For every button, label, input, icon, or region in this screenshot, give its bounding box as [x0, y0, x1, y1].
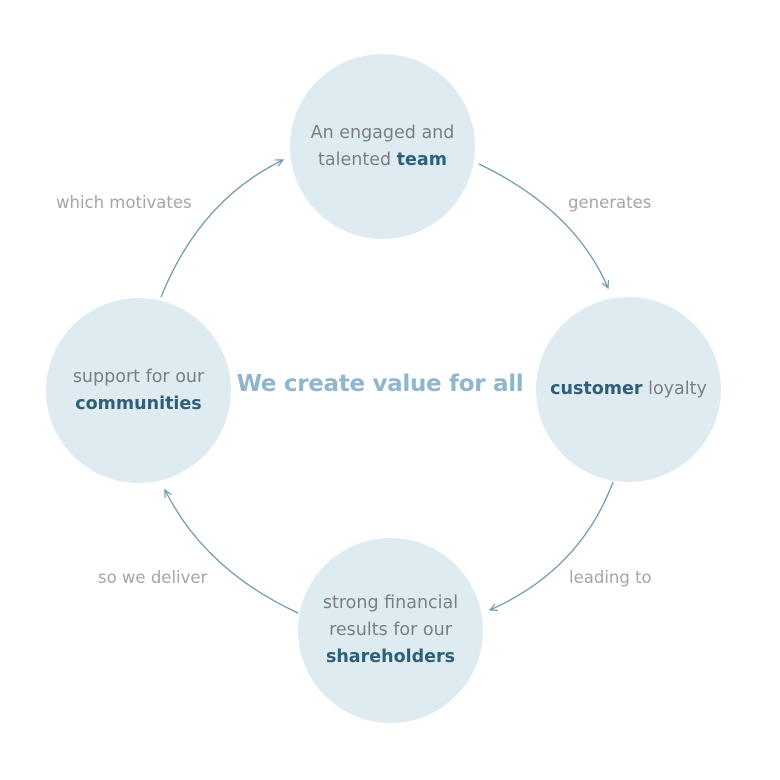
shareholders-line1: strong financial: [322, 593, 459, 613]
edge-label-leading-to: leading to: [569, 568, 652, 587]
customer-keyword: customer: [550, 379, 643, 399]
arrow-communities-to-team: [160, 159, 285, 298]
edge-label-which-motivates: which motivates: [56, 193, 192, 212]
arrow-team-to-customer: [478, 163, 610, 290]
arrow-customer-to-shareholders: [488, 481, 614, 611]
node-shareholders: strong financial results for our shareho…: [298, 538, 483, 723]
node-customer: customer loyalty: [536, 297, 721, 482]
communities-keyword: communities: [75, 393, 202, 414]
center-title: We create value for all: [236, 371, 524, 397]
communities-line1: support for our: [72, 366, 205, 387]
node-team: An engaged and talented team: [290, 54, 475, 239]
customer-text: loyalty: [642, 379, 707, 399]
edge-label-so-we-deliver: so we deliver: [98, 568, 208, 587]
node-communities: support for our communities: [46, 298, 231, 483]
shareholders-line2: results for our: [329, 620, 452, 640]
team-line2: talented: [318, 149, 397, 170]
team-line1: An engaged and: [310, 122, 455, 143]
shareholders-keyword: shareholders: [325, 647, 456, 667]
team-keyword: team: [396, 149, 447, 170]
edge-label-generates: generates: [568, 193, 652, 212]
arrow-shareholders-to-communities: [164, 488, 299, 614]
